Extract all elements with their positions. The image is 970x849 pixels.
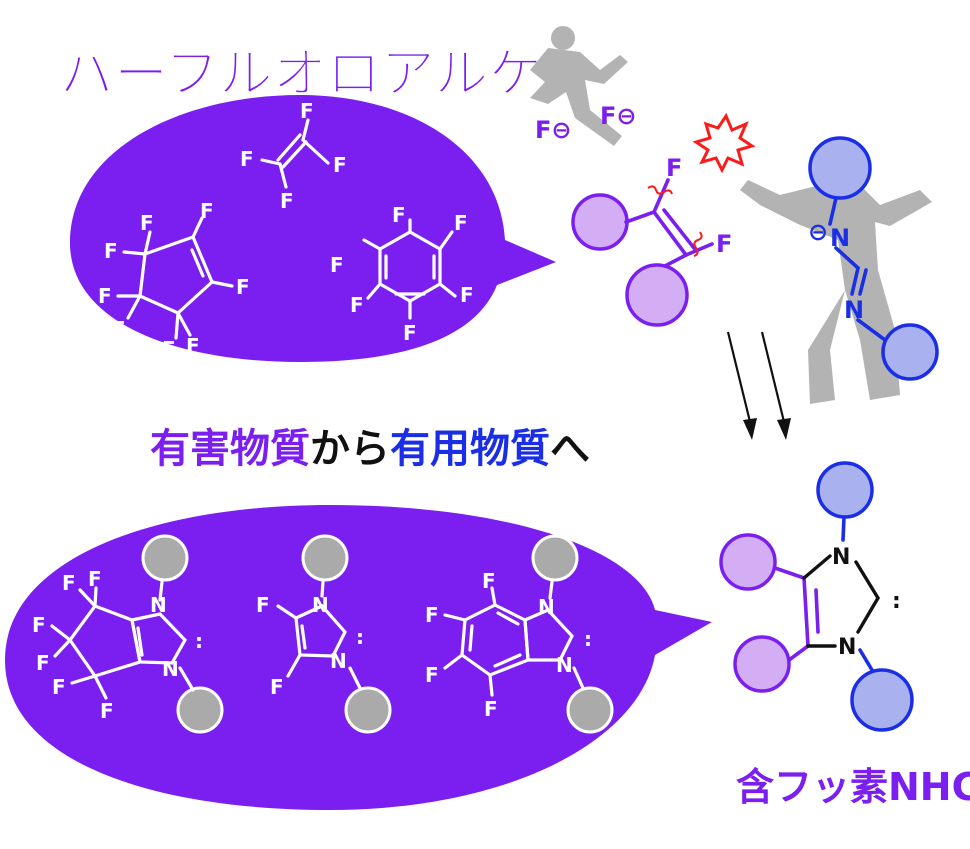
fluorine-label: F [98, 284, 112, 308]
perfluorocyclopentene: F F F F F F F F [98, 199, 250, 361]
fluorine-label: F [330, 253, 344, 277]
fluorine-label: F [300, 99, 314, 123]
fluorine-label: F [200, 199, 214, 223]
fluorine-label: F [454, 211, 468, 235]
fluorine-label: F [482, 569, 496, 593]
nitrogen-label: N [538, 595, 555, 619]
slogan-from: から [310, 426, 390, 472]
nitrogen-label: N [162, 657, 179, 681]
hexafluorobenzene: F F F F F F [330, 203, 474, 345]
amidinate-reagent: ⊖ N N [808, 136, 939, 381]
fluorine-label: F [350, 293, 364, 317]
fluoride-anion: F⊖ [600, 102, 637, 130]
fluorine-label: F [403, 321, 417, 345]
fluorine-label: F [460, 283, 474, 307]
perfluoroalkene-reagent: F F [571, 154, 732, 327]
fluorine-label: F [112, 317, 126, 341]
fluorine-label: F [52, 675, 66, 699]
fluorine-label: F [425, 663, 439, 687]
slogan-harmful: 有害物質 [150, 426, 310, 472]
top-speech-bubble [70, 95, 556, 362]
reaction-arrows-icon [726, 331, 791, 440]
nitrogen-label: N [832, 545, 850, 570]
fluorine-label: F [62, 571, 76, 595]
fluorine-label: F [392, 203, 406, 227]
carbene-dots: : [584, 627, 592, 651]
fluorine-label: F [186, 334, 200, 358]
nitrogen-label: N [830, 224, 850, 252]
nhc-tetrafluorobenzo: N N : F F F F [425, 534, 614, 734]
product-label: 含フッ素NHC [736, 765, 970, 809]
nitrogen-label: N [150, 593, 167, 617]
bottom-speech-bubble [5, 505, 712, 810]
fluorine-label: F [484, 697, 498, 721]
slogan: 有害物質から有用物質へ [150, 426, 590, 472]
nitrogen-label: N [838, 635, 856, 660]
carbene-dots: : [195, 629, 203, 653]
fluorine-label: F [236, 275, 250, 299]
fluorine-label: F [256, 593, 270, 617]
fluorine-label: F [140, 211, 154, 235]
nitrogen-label: N [844, 296, 864, 324]
fluorine-label: F [666, 154, 682, 182]
fluorine-label: F [716, 230, 732, 258]
fluorine-label: F [100, 699, 114, 723]
carbene-dots: : [356, 625, 364, 649]
tetrafluoroethylene: F F F F [240, 99, 347, 213]
slogan-to: へ [550, 426, 590, 472]
fluorine-label: F [240, 147, 254, 171]
anion-charge: ⊖ [808, 218, 828, 246]
product-nhc: N N : [719, 461, 914, 732]
fluorine-label: F [88, 567, 102, 591]
nhc-perfluorocyclopenta: N N : F F F F F F [32, 534, 224, 734]
fluoride-anion: F⊖ [535, 116, 572, 144]
fluorine-label: F [162, 337, 176, 361]
fluorine-label: F [32, 613, 46, 637]
nitrogen-label: N [330, 649, 347, 673]
fluorine-label: F [270, 675, 284, 699]
fluorine-label: F [104, 239, 118, 263]
fluorine-label: F [333, 153, 347, 177]
fluorine-label: F [425, 603, 439, 627]
impact-burst-icon [692, 112, 756, 174]
nitrogen-label: N [556, 653, 573, 677]
fluorine-label: F [280, 189, 294, 213]
fluorine-label: F [36, 651, 50, 675]
title: パーフルオロアルケン [60, 42, 595, 105]
nitrogen-label: N [312, 593, 329, 617]
nhc-difluoro: N N : F F [256, 534, 392, 734]
carbene-dots: : [892, 589, 901, 614]
slogan-useful: 有用物質 [390, 426, 550, 472]
